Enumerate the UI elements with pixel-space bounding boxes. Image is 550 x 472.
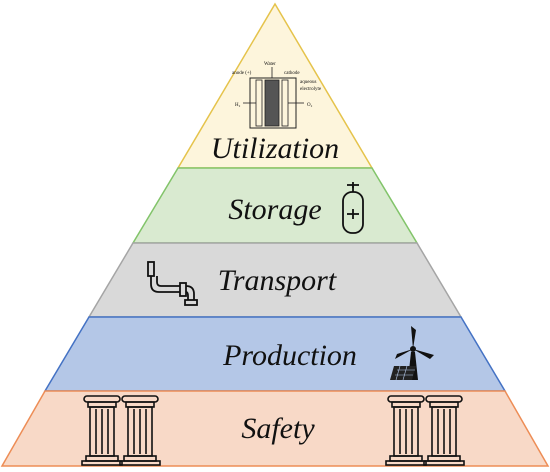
cell-label-cathode: cathode <box>284 71 300 76</box>
pillar-icon <box>385 395 427 466</box>
cell-label-aqueous: aqueous <box>300 80 316 85</box>
pipe-icon <box>147 261 198 306</box>
label-production: Production <box>222 339 357 372</box>
gas-cylinder-icon <box>342 182 364 234</box>
electrolysis-cell-icon: Water anode (+) cathode aqueous electrol… <box>232 62 322 129</box>
label-transport: Transport <box>218 264 337 297</box>
cell-label-h2: H₂ <box>235 103 241 108</box>
cell-label-electrolyte: electrolyte <box>300 87 322 92</box>
pillar-icon <box>119 395 161 466</box>
label-storage: Storage <box>228 193 321 226</box>
label-utilization: Utilization <box>211 132 339 165</box>
cell-label-o2: O₂ <box>307 103 313 108</box>
cell-label-anode: anode (+) <box>232 71 252 76</box>
cell-label-water: Water <box>264 62 276 67</box>
pillar-icon <box>423 395 465 466</box>
label-safety: Safety <box>241 412 315 445</box>
wind-turbine-solar-icon <box>390 326 434 381</box>
pillar-icon <box>81 395 123 466</box>
